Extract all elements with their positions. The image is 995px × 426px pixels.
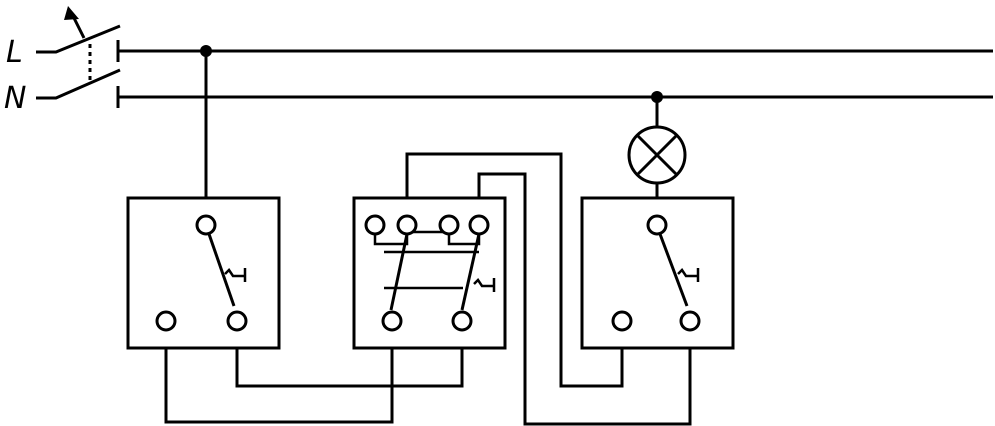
switch-left-common-terminal — [195, 214, 217, 236]
switch-right-terminal-2 — [679, 310, 701, 332]
switch-right-common-terminal — [646, 214, 668, 236]
line-label: L — [6, 35, 23, 70]
switch-left-terminal-1 — [155, 310, 177, 332]
switch-right-lever — [658, 233, 689, 307]
switch-middle-terminal-2 — [396, 214, 418, 236]
main-breaker — [36, 6, 121, 108]
switch-middle-lever-a — [389, 233, 409, 311]
traveler-wire-a — [405, 152, 624, 388]
switch-left-lever — [207, 233, 236, 307]
breaker-arrow-icon — [64, 6, 79, 20]
switch-middle-terminal-6 — [451, 310, 473, 332]
traveler-wire-b — [477, 172, 692, 426]
switch-left-actuator-icon — [224, 268, 247, 282]
traveler-wire-c — [235, 348, 464, 388]
switch-middle-terminal-3 — [438, 214, 460, 236]
switch-middle — [352, 196, 507, 350]
lamp — [627, 97, 687, 198]
switch-middle-terminal-4 — [468, 214, 490, 236]
traveler-wire-d — [164, 348, 394, 424]
switch-left — [126, 196, 281, 350]
switch-middle-terminal-1 — [364, 214, 386, 236]
neutral-label: N — [4, 81, 26, 116]
switch-right-terminal-1 — [611, 310, 633, 332]
switch-middle-lever-b — [460, 233, 481, 311]
switch-middle-terminal-5 — [381, 310, 403, 332]
breaker-contact-l — [36, 24, 121, 54]
switch-middle-actuator-icon — [473, 278, 496, 292]
switch-right — [580, 196, 735, 350]
breaker-contact-n — [36, 68, 121, 100]
switch-left-terminal-2 — [226, 310, 248, 332]
switch-right-actuator-icon — [677, 268, 700, 282]
